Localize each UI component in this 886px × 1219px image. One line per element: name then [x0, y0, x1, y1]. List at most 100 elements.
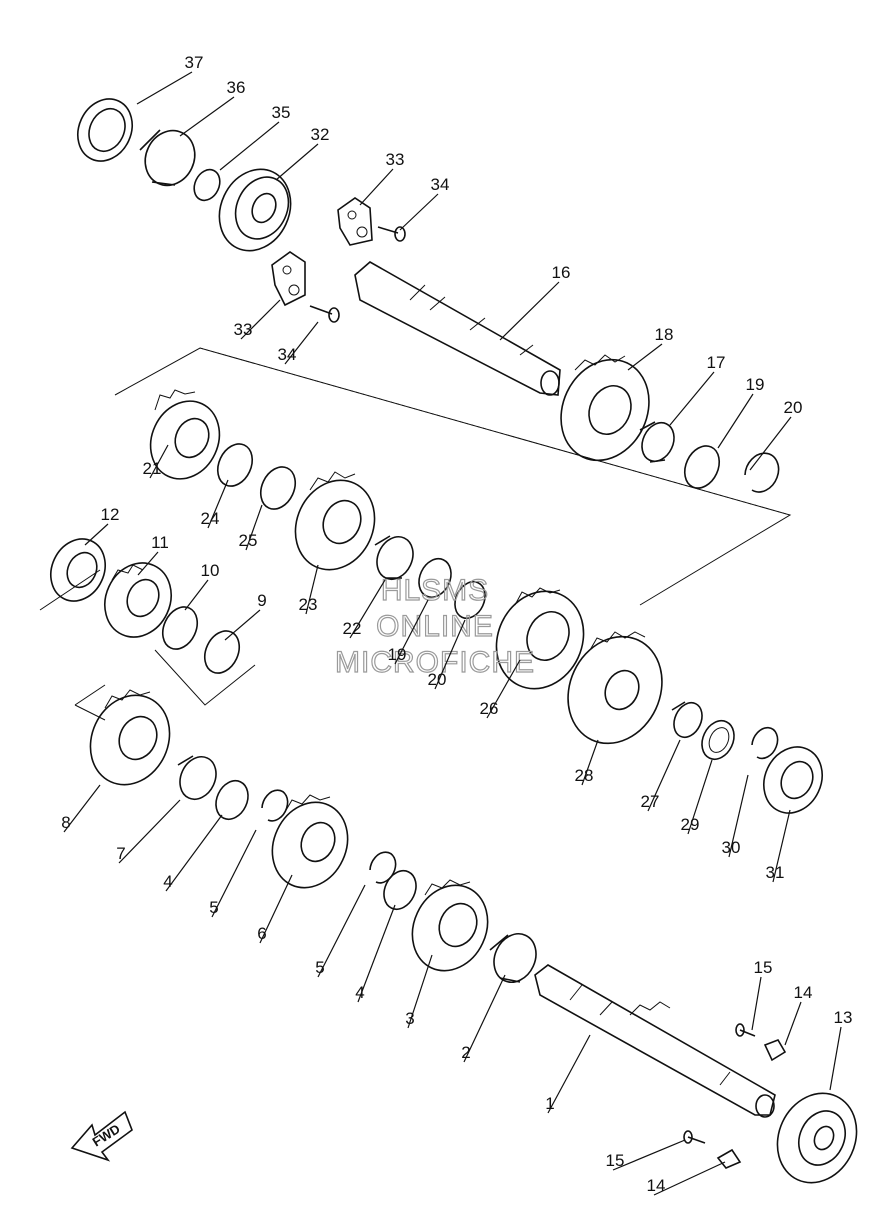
callout-l2: 2 — [461, 1043, 470, 1062]
part-13-bearing — [776, 1092, 858, 1184]
leader-line-l25 — [245, 504, 263, 551]
callout-l15a: 15 — [754, 958, 773, 977]
callout-l4b: 4 — [355, 983, 364, 1002]
part-33-bearing-retainer-upper — [337, 197, 373, 246]
leader-line-l19b — [394, 599, 429, 665]
leader-line-l34a — [399, 193, 439, 231]
watermark-line-1: HLSMS — [381, 574, 489, 607]
part-29-washer — [701, 719, 735, 761]
callout-l34a: 34 — [431, 175, 450, 194]
leader-line-l4b — [357, 904, 396, 1003]
callout-l21: 21 — [143, 459, 162, 478]
part-9-washer — [203, 630, 241, 674]
callout-l10: 10 — [201, 561, 220, 580]
leader-line-l16 — [499, 281, 560, 341]
leader-line-l31 — [772, 809, 791, 883]
leader-line-l24 — [207, 479, 229, 529]
leader-line-l36 — [179, 96, 235, 137]
callout-l28: 28 — [575, 766, 594, 785]
part-28-gear — [567, 631, 663, 745]
leader-line-l9 — [224, 609, 261, 641]
part-10-washer — [161, 606, 199, 650]
leader-line-l34b — [284, 321, 319, 365]
part-14-plate-upper — [763, 1039, 787, 1062]
leader-line-l10 — [184, 579, 209, 611]
part-2-collar — [489, 933, 537, 983]
callout-l14b: 14 — [647, 1176, 666, 1195]
leader-line-l33b — [240, 299, 281, 340]
callout-l29: 29 — [681, 815, 700, 834]
callout-l26: 26 — [480, 699, 499, 718]
callout-l33a: 33 — [386, 150, 405, 169]
leader-line-l14b — [653, 1161, 726, 1196]
leader-line-l6 — [259, 874, 293, 944]
callout-l23: 23 — [299, 595, 318, 614]
leader-line-l1 — [547, 1034, 591, 1114]
part-8-gear — [89, 689, 171, 786]
part-14-plate-lower — [716, 1148, 742, 1169]
callout-l16: 16 — [552, 263, 571, 282]
callout-l27: 27 — [641, 792, 660, 811]
leader-line-l27 — [647, 739, 681, 812]
part-19-washer-mid — [418, 557, 452, 599]
callout-l34b: 34 — [278, 345, 297, 364]
part-23-gear — [294, 471, 376, 571]
callout-l17: 17 — [707, 353, 726, 372]
callout-l9: 9 — [257, 591, 266, 610]
callout-l18: 18 — [655, 325, 674, 344]
leader-line-l29 — [687, 759, 713, 835]
callout-l24: 24 — [201, 509, 220, 528]
part-27-needle-bearing — [671, 701, 703, 739]
part-21-gear — [149, 389, 221, 480]
part-1-drive-axle — [534, 964, 776, 1118]
leader-line-l3 — [407, 954, 433, 1029]
part-26-gear — [495, 587, 585, 690]
leader-line-l28 — [581, 739, 599, 786]
part-15-screw-lower — [683, 1130, 706, 1144]
callout-l5a: 5 — [209, 898, 218, 917]
part-17-needle-bearing — [639, 421, 675, 463]
part-7-needle-bearing — [177, 755, 217, 800]
part-30-circlip — [751, 726, 779, 760]
part-25-washer — [259, 466, 297, 510]
part-3-gear — [411, 879, 489, 972]
leader-line-l5a — [211, 829, 257, 918]
part-6-gear — [271, 794, 349, 889]
callout-l11: 11 — [151, 533, 169, 552]
assembly-bracket-lower — [74, 684, 106, 721]
part-34-screw-lower — [309, 305, 340, 323]
part-5-circlip-lower — [369, 851, 397, 884]
leader-line-l18 — [627, 343, 663, 371]
leader-line-l12 — [84, 523, 109, 546]
leader-line-l30 — [728, 774, 749, 858]
callout-l25: 25 — [239, 531, 258, 550]
part-36-collar — [139, 129, 196, 187]
fwd-label: FWD — [90, 1121, 123, 1149]
watermark-line-2: ONLINE — [376, 610, 494, 643]
leader-line-l4a — [165, 814, 223, 892]
part-32-bearing — [218, 168, 292, 252]
callout-l12: 12 — [101, 505, 120, 524]
callout-l6: 6 — [257, 924, 266, 943]
leader-line-l13 — [829, 1026, 842, 1091]
leader-line-l5b — [317, 884, 366, 978]
part-18-gear — [560, 354, 650, 462]
leader-line-l35 — [219, 121, 280, 171]
callout-l20b: 20 — [428, 670, 447, 689]
part-22-needle-bearing — [374, 535, 414, 580]
callout-l22: 22 — [343, 619, 362, 638]
callout-l13: 13 — [834, 1008, 853, 1027]
leader-line-l20a — [749, 416, 792, 471]
leader-line-l22 — [349, 579, 386, 639]
part-11-gear — [104, 562, 172, 638]
callout-l19b: 19 — [388, 645, 407, 664]
callout-l19a: 19 — [746, 375, 765, 394]
callout-l15b: 15 — [606, 1151, 625, 1170]
part-37-oil-seal — [77, 98, 133, 162]
callout-l31: 31 — [766, 863, 785, 882]
assembly-bracket-mid — [39, 569, 256, 706]
part-34-screw-upper — [377, 226, 406, 242]
callout-l14a: 14 — [794, 983, 813, 1002]
leader-line-l14a — [784, 1001, 802, 1046]
